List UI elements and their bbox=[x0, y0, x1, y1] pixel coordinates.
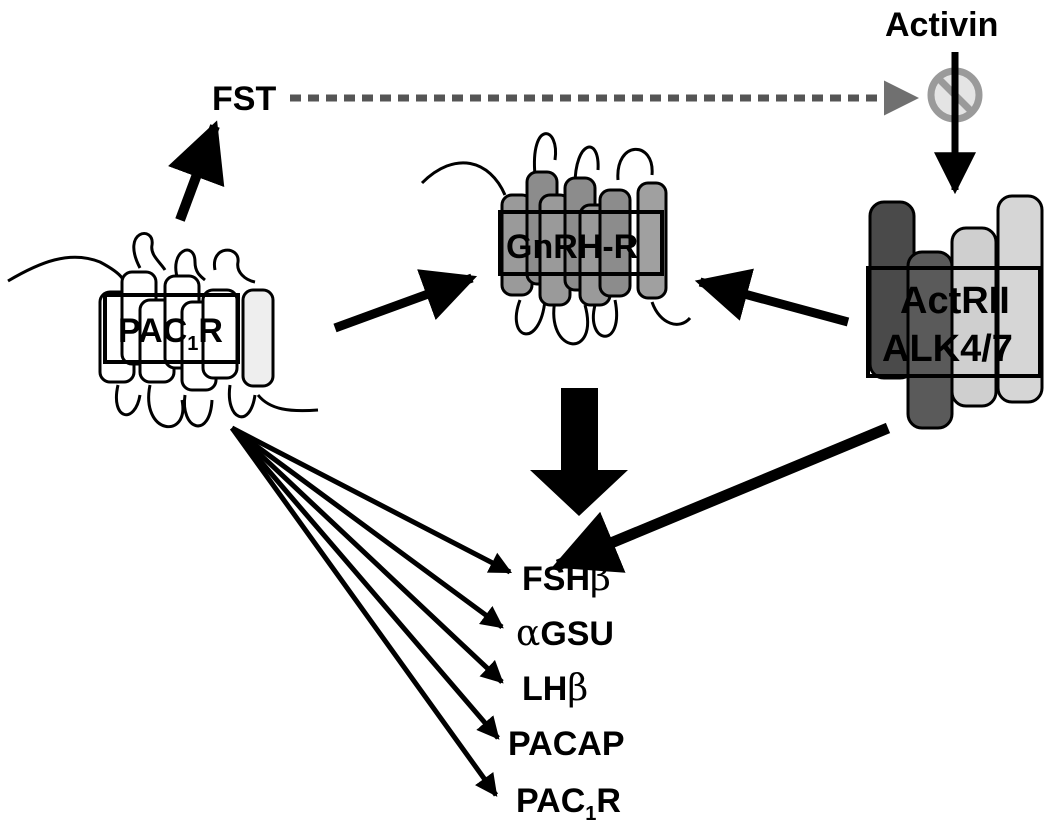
pac1r-to-lhb-arrow bbox=[230, 426, 504, 684]
pac1r-to-gnrhr-arrow bbox=[333, 269, 478, 333]
target-lhb: LHβ bbox=[522, 668, 588, 709]
actrii-to-fshb-arrow bbox=[551, 422, 891, 573]
actrii-alk-receptor bbox=[866, 194, 1044, 430]
target-pacap: PACAP bbox=[508, 725, 625, 763]
gnrh-receptor-label: GnRH-R bbox=[506, 228, 638, 266]
actrii-to-gnrhr-arrow bbox=[694, 268, 850, 327]
target-agsu: αGSU bbox=[516, 613, 614, 654]
gnrh-receptor bbox=[420, 132, 692, 346]
pac1r-to-fshb-arrow bbox=[230, 425, 512, 575]
actrii-label: ActRII bbox=[900, 280, 1010, 322]
pac1r-to-targets-arrows bbox=[229, 425, 512, 797]
target-pac1r: PAC1R bbox=[516, 782, 621, 825]
target-fshb: FSHβ bbox=[522, 558, 611, 599]
pac1r-to-pacap-arrow bbox=[230, 426, 500, 740]
pac1r-receptor-label: PAC1R bbox=[118, 312, 223, 355]
pac1r-receptor bbox=[7, 232, 319, 429]
pac1r-to-agsu-arrow bbox=[230, 425, 504, 630]
pac1r-to-fst-arrow bbox=[168, 120, 225, 222]
pac1r-to-pac1r-arrow bbox=[229, 426, 499, 797]
fst-label: FST bbox=[212, 80, 276, 118]
gnrhr-to-targets-block-arrow bbox=[530, 388, 628, 516]
activin-label: Activin bbox=[885, 6, 998, 44]
alk47-label: ALK4/7 bbox=[882, 328, 1013, 370]
